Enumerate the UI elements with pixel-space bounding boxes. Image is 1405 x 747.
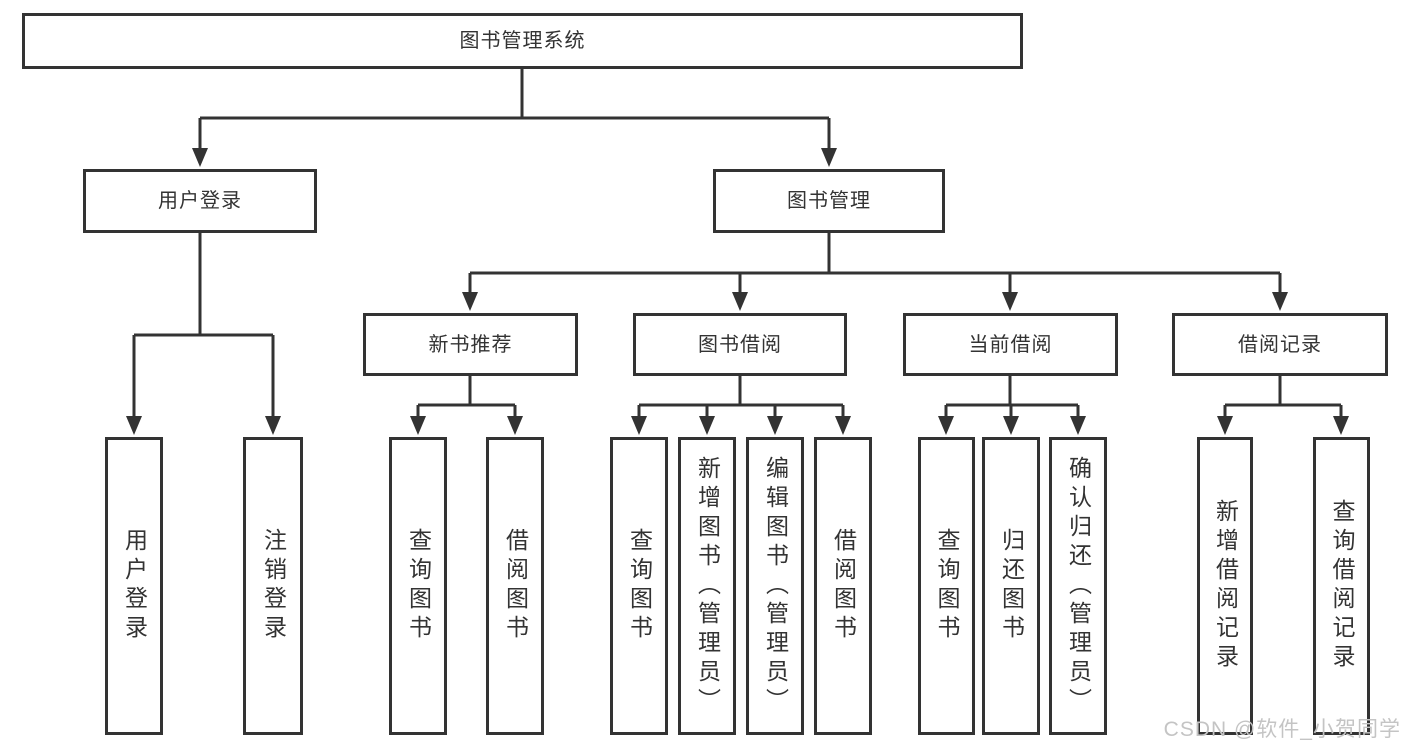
connector-root-to-level2	[192, 69, 837, 167]
leaf-newbooks-borrow-label: 借阅图书	[502, 528, 529, 644]
arrowhead	[1217, 416, 1233, 435]
leaf-newbooks-query: 查询图书	[389, 437, 447, 735]
node-book-borrow: 图书借阅	[633, 313, 847, 376]
node-new-book-recommend-label: 新书推荐	[428, 333, 513, 356]
leaf-borrow-edit-book: 编辑图书（管理员）	[746, 437, 804, 735]
node-user-login: 用户登录	[83, 169, 317, 233]
node-current-borrow-label: 当前借阅	[968, 333, 1053, 356]
connector-login-to-leaves	[126, 233, 281, 435]
node-book-management: 图书管理	[713, 169, 945, 233]
leaf-borrow-borrow-book-label: 借阅图书	[830, 528, 857, 644]
arrowhead	[631, 416, 647, 435]
leaf-borrow-add-book: 新增图书（管理员）	[678, 437, 736, 735]
arrowhead	[507, 416, 523, 435]
leaf-records-query: 查询借阅记录	[1313, 437, 1370, 735]
node-root-label: 图书管理系统	[459, 30, 586, 52]
leaf-records-add: 新增借阅记录	[1197, 437, 1253, 735]
leaf-current-confirm-return: 确认归还（管理员）	[1049, 437, 1107, 735]
node-root: 图书管理系统	[22, 13, 1023, 69]
leaf-current-confirm-return-label: 确认归还（管理员）	[1065, 455, 1092, 717]
leaf-newbooks-query-label: 查询图书	[405, 528, 432, 644]
arrowhead	[767, 416, 783, 435]
arrowhead	[938, 416, 954, 435]
leaf-logout: 注销登录	[243, 437, 303, 735]
leaf-borrow-add-book-label: 新增图书（管理员）	[694, 455, 721, 717]
node-book-borrow-label: 图书借阅	[698, 333, 782, 356]
arrowhead	[821, 148, 837, 167]
leaf-current-return-label: 归还图书	[998, 528, 1025, 644]
arrowhead	[265, 416, 281, 435]
arrowhead	[192, 148, 208, 167]
leaf-current-query: 查询图书	[918, 437, 975, 735]
leaf-newbooks-borrow: 借阅图书	[486, 437, 544, 735]
leaf-borrow-query: 查询图书	[610, 437, 668, 735]
connector-bookmgmt-to-level3	[462, 233, 1288, 311]
arrowhead	[1070, 416, 1086, 435]
node-borrow-records: 借阅记录	[1172, 313, 1388, 376]
arrowhead	[732, 292, 748, 311]
leaf-logout-label: 注销登录	[260, 528, 287, 644]
arrowhead	[1003, 416, 1019, 435]
leaf-borrow-edit-book-label: 编辑图书（管理员）	[762, 455, 789, 717]
node-new-book-recommend: 新书推荐	[363, 313, 578, 376]
arrowhead	[835, 416, 851, 435]
leaf-borrow-borrow-book: 借阅图书	[814, 437, 872, 735]
connector-currentborrow-to-leaves	[938, 376, 1086, 435]
leaf-user-login-label: 用户登录	[121, 528, 148, 644]
csdn-watermark: CSDN @软件_小贺同学	[1163, 718, 1401, 741]
arrowhead	[1333, 416, 1349, 435]
node-book-management-label: 图书管理	[787, 190, 871, 212]
arrowhead	[126, 416, 142, 435]
arrowhead	[1272, 292, 1288, 311]
leaf-current-query-label: 查询图书	[934, 528, 960, 644]
arrowhead	[410, 416, 426, 435]
leaf-current-return: 归还图书	[982, 437, 1040, 735]
leaf-records-add-label: 新增借阅记录	[1212, 499, 1239, 673]
leaf-records-query-label: 查询借阅记录	[1329, 499, 1355, 673]
connector-newbooks-to-leaves	[410, 376, 523, 435]
connector-records-to-leaves	[1217, 376, 1349, 435]
node-user-login-label: 用户登录	[158, 190, 242, 212]
node-borrow-records-label: 借阅记录	[1238, 333, 1322, 356]
arrowhead	[699, 416, 715, 435]
leaf-borrow-query-label: 查询图书	[626, 528, 653, 644]
leaf-user-login: 用户登录	[105, 437, 163, 735]
arrowhead	[1002, 292, 1018, 311]
node-current-borrow: 当前借阅	[903, 313, 1118, 376]
arrowhead	[462, 292, 478, 311]
connector-bookborrow-to-leaves	[631, 376, 851, 435]
